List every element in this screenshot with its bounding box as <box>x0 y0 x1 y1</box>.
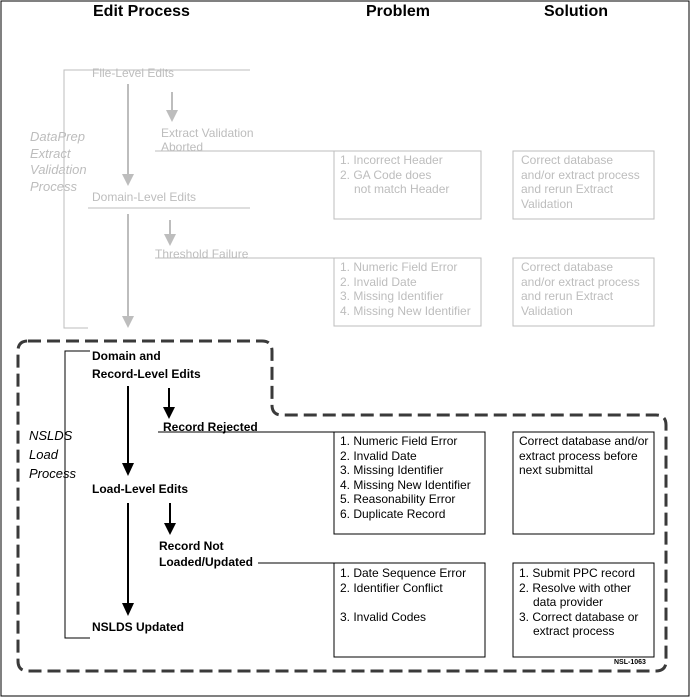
arrow-to-not-loaded-head <box>164 523 176 535</box>
solution-box-not-loaded <box>512 562 655 658</box>
problem-item: 4. Missing New Identifier <box>340 477 471 492</box>
arrow-load-to-updated-head <box>122 603 134 616</box>
header-edit-process: Edit Process <box>93 3 190 20</box>
problem-list-threshold: 1. Numeric Field Error 2. Invalid Date 3… <box>340 260 471 318</box>
solution-item: 1. Submit PPC record <box>519 566 636 580</box>
solution-text-threshold: Correct database and/or extract process … <box>521 260 640 318</box>
step-record-rejected: Record Rejected <box>163 420 258 434</box>
step-domain-record-level-edits: Domain and Record-Level Edits <box>92 348 201 383</box>
solution-line: next submittal <box>519 463 594 477</box>
problem-item: 3. Invalid Codes <box>340 609 427 624</box>
nslds-bracket <box>64 350 90 639</box>
solution-line: Correct database <box>521 260 614 274</box>
problem-item: 2. Identifier Conflict <box>340 580 443 595</box>
arrow-domain-to-nslds-head <box>122 316 134 328</box>
solution-line: extract process before <box>519 448 638 463</box>
dataprep-label-line: Process <box>30 178 77 194</box>
solution-line: Correct database <box>521 153 614 167</box>
step-extract-validation-aborted: Extract Validation Aborted <box>161 126 254 154</box>
problem-box-not-loaded <box>333 562 486 658</box>
aborted-line: Aborted <box>161 140 204 154</box>
solution-box-threshold <box>512 257 655 327</box>
step-file-level-edits: File-Level Edits <box>92 66 175 80</box>
solution-item: 2. Resolve with other <box>519 580 632 595</box>
arrow-domain-to-load-head <box>122 463 134 476</box>
solution-box-rejected <box>512 431 655 535</box>
problem-item: 6. Duplicate Record <box>340 506 446 521</box>
solution-item: 3. Correct database or <box>519 609 639 624</box>
problem-item: 2. GA Code does <box>340 167 432 182</box>
not-loaded-line: Record Not <box>159 539 224 553</box>
problem-item: 3. Missing Identifier <box>340 463 444 477</box>
solution-text-rejected: Correct database and/or extract process … <box>519 434 648 478</box>
problem-item: 3. Missing Identifier <box>340 289 444 303</box>
header-solution: Solution <box>544 3 608 20</box>
header-problem: Problem <box>366 3 431 20</box>
figure-code: NSL-1063 <box>614 659 646 666</box>
solution-line: and rerun Extract <box>521 289 614 303</box>
step-load-level-edits: Load-Level Edits <box>92 482 189 496</box>
nslds-label-line: Load <box>29 447 58 462</box>
solution-line: and rerun Extract <box>521 182 614 196</box>
solution-box-extract <box>512 150 655 220</box>
arrow-file-to-domain-head <box>122 174 134 186</box>
problem-box-extract <box>333 150 482 220</box>
domain-record-line: Domain and <box>92 349 161 363</box>
step-record-not-loaded: Record Not Loaded/Updated <box>159 538 253 570</box>
problem-list-extract: 1. Incorrect Header 2. GA Code does not … <box>340 153 449 197</box>
solution-item: data provider <box>533 595 604 609</box>
problem-item: not match Header <box>354 182 450 196</box>
solution-line: and/or extract process <box>521 167 640 182</box>
problem-item: 1. Date Sequence Error <box>340 566 467 580</box>
nslds-dashed-outline <box>16 339 668 673</box>
dataprep-bracket <box>63 69 88 329</box>
problem-list-rejected: 1. Numeric Field Error 2. Invalid Date 3… <box>340 434 471 521</box>
problem-item: 4. Missing New Identifier <box>340 303 471 318</box>
problem-item: 1. Incorrect Header <box>340 153 443 167</box>
arrow-to-threshold-head <box>164 234 176 246</box>
problem-item: 2. Invalid Date <box>340 448 417 463</box>
nslds-process-label: NSLDS Load Process <box>29 426 76 483</box>
step-nslds-updated: NSLDS Updated <box>92 620 185 634</box>
solution-line: Correct database and/or <box>519 434 649 448</box>
solution-item: extract process <box>533 624 615 638</box>
solution-line: and/or extract process <box>521 274 640 289</box>
problem-box-threshold <box>333 257 482 327</box>
dataprep-label-line: Extract <box>30 145 71 161</box>
dataprep-label-line: DataPrep <box>30 129 85 144</box>
dataprep-process-label: DataPrep Extract Validation Process <box>30 129 87 195</box>
nslds-label-line: NSLDS <box>29 428 73 443</box>
problem-list-not-loaded: 1. Date Sequence Error 2. Identifier Con… <box>340 566 466 624</box>
step-domain-level-edits: Domain-Level Edits <box>92 190 197 204</box>
problem-item: 5. Reasonability Error <box>340 492 456 506</box>
arrow-to-aborted-head <box>166 110 178 122</box>
problem-item: 1. Numeric Field Error <box>340 260 458 274</box>
arrow-to-rejected-head <box>163 407 175 419</box>
problem-box-rejected <box>333 431 486 535</box>
problem-item: 1. Numeric Field Error <box>340 434 458 448</box>
problem-item: 2. Invalid Date <box>340 274 417 289</box>
not-loaded-line: Loaded/Updated <box>159 555 254 569</box>
solution-line: Validation <box>521 303 573 318</box>
solution-list-not-loaded: 1. Submit PPC record 2. Resolve with oth… <box>519 566 638 639</box>
dataprep-label-line: Validation <box>30 162 87 177</box>
step-threshold-failure: Threshold Failure <box>155 247 249 261</box>
solution-text-extract: Correct database and/or extract process … <box>521 153 640 211</box>
domain-record-line: Record-Level Edits <box>92 366 201 381</box>
aborted-line: Extract Validation <box>161 126 254 140</box>
nslds-label-line: Process <box>29 466 76 481</box>
solution-line: Validation <box>521 196 573 211</box>
